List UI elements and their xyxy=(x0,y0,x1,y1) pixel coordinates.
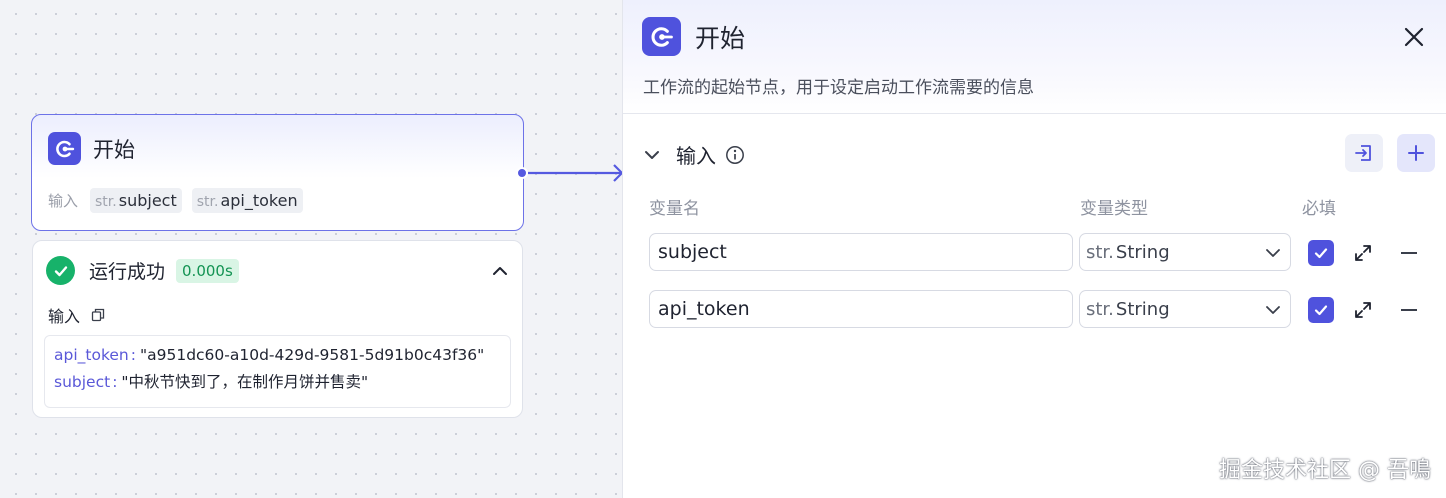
run-result-card: 运行成功 0.000s 输入 api_token:"a951dc60-a10d-… xyxy=(32,240,523,418)
json-line: subject:"中秋节快到了，在制作月饼并售卖" xyxy=(54,369,501,396)
run-input-label-row: 输入 xyxy=(48,303,105,327)
variable-name-input[interactable] xyxy=(649,233,1073,271)
json-value: "a951dc60-a10d-429d-9581-5d91b0c43f36" xyxy=(139,346,485,364)
run-input-json: api_token:"a951dc60-a10d-429d-9581-5d91b… xyxy=(44,335,511,408)
panel-title-row: 开始 xyxy=(642,17,745,56)
variable-row: str. String xyxy=(623,290,1446,330)
chip-type: str. xyxy=(196,194,219,210)
node-input-label: 输入 xyxy=(48,192,79,210)
close-icon[interactable] xyxy=(1403,26,1425,48)
chip-name: subject xyxy=(118,191,177,210)
node-input-chip-api-token: str. api_token xyxy=(191,188,303,213)
start-node-header: 开始 xyxy=(48,132,135,165)
variable-row: str. String xyxy=(623,233,1446,273)
workflow-start-icon xyxy=(48,132,81,165)
expand-icon[interactable] xyxy=(1354,301,1372,319)
node-output-port[interactable] xyxy=(516,167,528,179)
variable-type-select[interactable]: str. String xyxy=(1079,290,1291,328)
checkbox-checked-icon xyxy=(1314,305,1328,316)
node-input-chip-subject: str. subject xyxy=(90,188,182,213)
chevron-down-icon[interactable] xyxy=(643,146,661,164)
column-header-required: 必填 xyxy=(1302,199,1336,219)
column-header-type: 变量类型 xyxy=(1080,199,1148,219)
import-icon xyxy=(1355,145,1371,161)
required-checkbox[interactable] xyxy=(1308,240,1334,266)
json-value: "中秋节快到了，在制作月饼并售卖" xyxy=(121,373,369,391)
panel-header: 开始 工作流的起始节点，用于设定启动工作流需要的信息 xyxy=(623,0,1446,114)
start-node-inputs: 输入 str. subject str. api_token xyxy=(48,188,313,213)
copy-icon[interactable] xyxy=(91,308,105,322)
required-checkbox[interactable] xyxy=(1308,297,1334,323)
input-section-header[interactable]: 输入 xyxy=(643,140,745,169)
chevron-down-icon xyxy=(1266,306,1280,314)
run-status-text: 运行成功 xyxy=(89,261,166,283)
variable-name-input[interactable] xyxy=(649,290,1073,328)
json-sep: : xyxy=(130,346,136,364)
add-variable-button[interactable] xyxy=(1397,134,1435,172)
connection-edge xyxy=(528,164,622,182)
type-value: String xyxy=(1115,298,1170,320)
minus-icon[interactable] xyxy=(1401,252,1417,254)
check-circle-icon xyxy=(46,256,75,285)
input-section-title: 输入 xyxy=(676,144,716,168)
json-line: api_token:"a951dc60-a10d-429d-9581-5d91b… xyxy=(54,342,501,369)
variable-type-select[interactable]: str. String xyxy=(1079,233,1291,271)
start-node-title: 开始 xyxy=(93,137,135,162)
start-node[interactable]: 开始 输入 str. subject str. api_token xyxy=(31,114,524,231)
chevron-up-icon[interactable] xyxy=(490,261,510,281)
panel-title: 开始 xyxy=(695,23,746,53)
import-variables-button[interactable] xyxy=(1345,134,1383,172)
column-header-name: 变量名 xyxy=(649,199,700,219)
watermark: 掘金技术社区 @ 吾鳴 xyxy=(1219,458,1431,483)
type-value: String xyxy=(1115,241,1170,263)
json-key: api_token xyxy=(54,346,129,364)
type-prefix: str. xyxy=(1086,298,1114,320)
checkbox-checked-icon xyxy=(1314,248,1328,259)
info-icon[interactable] xyxy=(725,145,745,165)
json-key: subject xyxy=(54,373,111,391)
minus-icon[interactable] xyxy=(1401,309,1417,311)
type-prefix: str. xyxy=(1086,241,1114,263)
workflow-canvas[interactable]: 开始 输入 str. subject str. api_token 运行成功 0… xyxy=(0,0,622,498)
run-time-badge: 0.000s xyxy=(176,258,239,283)
json-sep: : xyxy=(112,373,118,391)
chip-name: api_token xyxy=(220,191,298,210)
plus-icon xyxy=(1408,145,1424,161)
chevron-down-icon xyxy=(1266,249,1280,257)
expand-icon[interactable] xyxy=(1354,244,1372,262)
chip-type: str. xyxy=(95,194,117,210)
run-input-label: 输入 xyxy=(48,307,81,326)
workflow-start-icon xyxy=(642,17,681,56)
node-config-panel: 开始 工作流的起始节点，用于设定启动工作流需要的信息 输入 变量名 变量类型 必… xyxy=(622,0,1446,498)
panel-description: 工作流的起始节点，用于设定启动工作流需要的信息 xyxy=(643,78,1034,98)
run-result-header: 运行成功 0.000s xyxy=(46,256,239,285)
